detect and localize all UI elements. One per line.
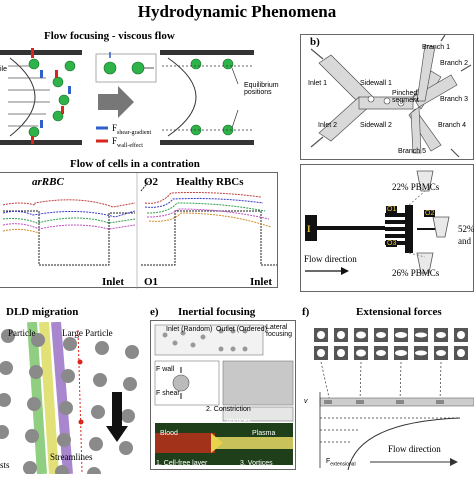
- branch-4-label: Branch 4: [438, 122, 467, 129]
- constriction-label: 2. Constriction: [206, 406, 251, 413]
- panel-c: [300, 164, 474, 292]
- extensional-forces-heading: Extensional forces: [356, 306, 442, 318]
- panel-e-letter: e): [150, 306, 159, 318]
- large-particle-label: Large Particle: [62, 328, 113, 338]
- dld-left-edge-label: sts: [0, 460, 10, 470]
- plasma-label: Plasma: [252, 430, 276, 437]
- blood-label: Blood: [160, 430, 178, 437]
- inlet-right-label: Inlet: [250, 276, 272, 288]
- flow-direction-f-label: Flow direction: [388, 444, 441, 454]
- pct-26-label: 26% PBMCs: [392, 268, 440, 278]
- flow-of-cells-heading: Flow of cells in a contration: [70, 158, 200, 170]
- outlet-ordered-label: Outlet (Ordered): [216, 326, 267, 333]
- branch-1-label: Branch 1: [422, 44, 451, 51]
- panel-b: [300, 34, 474, 160]
- figure-title: Hydrodynamic Phenomena: [137, 2, 337, 21]
- inertial-panel: [150, 320, 296, 470]
- sidewall-2-label: Sidewall 2: [360, 122, 392, 129]
- branch-5-label: Branch 5: [398, 148, 427, 155]
- vortices-label: 3. Vortices: [240, 460, 273, 467]
- branch-channel-diagram: [310, 34, 472, 158]
- inertial-focusing-diagram: [154, 324, 294, 465]
- o2-label: O2: [144, 176, 159, 188]
- pct-22-label: 22% PBMCs: [392, 182, 440, 192]
- panel-b-letter: b): [310, 36, 320, 48]
- flow-focusing-heading: Flow focusing - viscous flow: [44, 30, 175, 42]
- v-label: v: [304, 398, 308, 405]
- inlet-left-label: Inlet: [102, 276, 124, 288]
- flow-focusing-diagram: [0, 48, 254, 145]
- dld-heading: DLD migration: [6, 306, 79, 318]
- inlet-i-label: I: [307, 224, 311, 234]
- healthy-rbcs-label: Healthy RBCs: [176, 176, 244, 188]
- o1-label: O1: [144, 276, 159, 288]
- arrbc-label: arRBC: [32, 176, 64, 188]
- fshear-label: F shear: [156, 390, 180, 397]
- sidewall-1-label: Sidewall 1: [360, 80, 392, 87]
- lateral-focusing-label: Lateral focusing: [266, 324, 293, 338]
- dld-pillar-array: [0, 321, 139, 479]
- contraction-traces: [2, 173, 277, 289]
- inertial-focusing-heading: Inertial focusing: [178, 306, 256, 318]
- equilibrium-positions-label: Equilibrium positions: [244, 82, 279, 96]
- streamlines-label: Streamlines: [50, 452, 93, 462]
- contraction-panel: [0, 172, 278, 289]
- branch-2-label: Branch 2: [440, 60, 469, 67]
- outlet-o2-label: O2: [424, 210, 436, 217]
- vortices-top-label: Vortices: [226, 418, 251, 425]
- pinched-segment-label: Pinched segment: [392, 90, 419, 104]
- extensional-diagram: [314, 328, 474, 471]
- branch-3-label: Branch 3: [440, 96, 469, 103]
- inlet-1-label: Inlet 1: [308, 80, 328, 87]
- particle-label: Particle: [8, 328, 36, 338]
- panel-f-letter: f): [302, 306, 310, 318]
- pct-52-label: 52%: [458, 224, 474, 234]
- and-label: and: [458, 236, 471, 246]
- f-wall-effect-label: Fwall-effect: [112, 136, 143, 149]
- separation-device-diagram: [305, 170, 450, 275]
- f-extensional-label: Fextensional: [326, 458, 356, 468]
- flow-direction-label: Flow direction: [304, 254, 357, 264]
- outlet-o1-label: O1: [386, 206, 398, 213]
- f-shear-gradient-label: Fshear-gradient: [112, 123, 152, 136]
- cell-free-layer-label: 1. Cell-free layer: [156, 460, 208, 467]
- outlet-o3-label: O3: [386, 240, 398, 247]
- inlet-2-label: Inlet 2: [318, 122, 338, 129]
- dld-panel: [0, 321, 148, 479]
- inlet-random-label: Inlet (Random): [166, 326, 213, 333]
- flow-focusing-left-partial-label: ile: [0, 66, 8, 73]
- fwall-label: F wall: [156, 366, 175, 373]
